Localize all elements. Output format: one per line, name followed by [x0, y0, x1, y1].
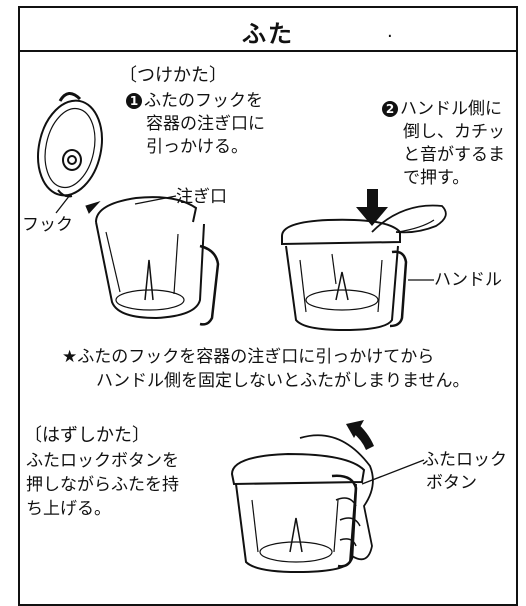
hook-label: フック — [22, 215, 73, 235]
container-bottom — [230, 434, 374, 574]
title-bar: ふた · — [20, 8, 516, 52]
remove-line3: ち上げる。 — [26, 499, 111, 519]
title-dot: · — [387, 26, 393, 47]
step2-line3: と音がするま — [403, 145, 505, 165]
remove-line1: ふたロックボタンを — [26, 451, 179, 471]
step1-line2: 容器の注ぎ口に — [146, 114, 265, 134]
lock-button-leader — [361, 459, 425, 485]
step1-line3: 引っかける。 — [146, 137, 248, 157]
step1-number: 1 — [126, 93, 142, 109]
remove-heading: 〔はずしかた〕 — [24, 425, 150, 446]
up-arrow — [346, 420, 374, 450]
hook-leader — [55, 194, 101, 214]
spout-label: 注ぎ口 — [176, 187, 227, 207]
note-line1: ★ふたのフックを容器の注ぎ口に引っかけてから — [62, 347, 435, 367]
container-right — [281, 204, 447, 332]
step2-number: 2 — [382, 101, 398, 117]
remove-line2: 押しながらふたを持 — [26, 475, 179, 495]
step2-text-1: ハンドル側に — [400, 99, 502, 119]
attach-illustration — [37, 92, 447, 574]
page-title: ふた — [242, 20, 294, 48]
step2-line2: 倒し、カチッ — [403, 122, 505, 142]
attach-heading: 〔つけかた〕 — [119, 65, 227, 86]
lock-button-label-1: ふたロック — [422, 450, 507, 470]
container-left — [95, 196, 220, 326]
step2-line4: で押す。 — [403, 168, 470, 188]
spout-leader — [134, 195, 177, 205]
down-arrow — [356, 189, 388, 226]
step1-text-1: ふたのフックを — [144, 91, 263, 111]
lid-drawing — [37, 92, 103, 198]
lock-button-label-2: ボタン — [426, 473, 477, 493]
handle-label: ハンドル — [434, 270, 502, 290]
note-line2: ハンドル側を固定しないとふたがしまりません。 — [96, 371, 470, 391]
